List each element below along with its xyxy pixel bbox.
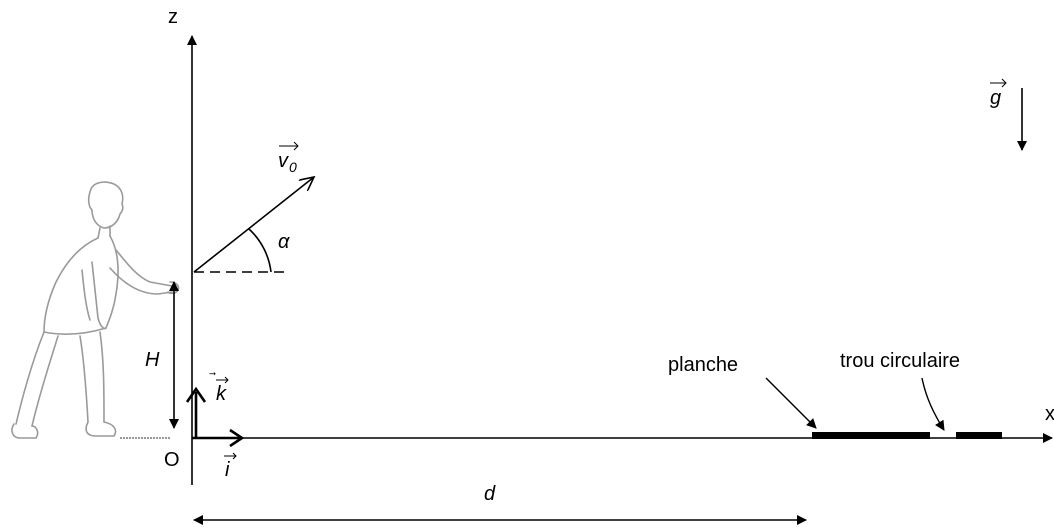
velocity-label: v 0: [278, 141, 299, 175]
gravity-label: g: [990, 87, 1001, 109]
angle-label: α: [278, 231, 290, 253]
unit-k-label: k: [216, 383, 227, 405]
unit-i-label: i: [225, 459, 230, 481]
initial-velocity-vector: [193, 177, 314, 273]
board-end: [956, 432, 1002, 439]
velocity-letter: v: [278, 150, 289, 172]
z-axis-label: z: [168, 6, 178, 28]
person-throwing-icon: [11, 181, 180, 439]
hole-pointer: [921, 377, 945, 431]
board-label: planche: [668, 354, 738, 376]
x-axis-label: x: [1045, 403, 1054, 425]
angle-arc: [248, 228, 272, 273]
distance-label: d: [484, 483, 496, 505]
origin-label: O: [164, 449, 180, 471]
board-pointer: [765, 377, 817, 429]
board: [812, 432, 930, 439]
hole-label: trou circulaire: [840, 350, 960, 372]
height-label: H: [145, 349, 160, 371]
unit-k-arrow-glyph: ⃗: [209, 372, 216, 376]
velocity-subscript: 0: [289, 159, 297, 175]
